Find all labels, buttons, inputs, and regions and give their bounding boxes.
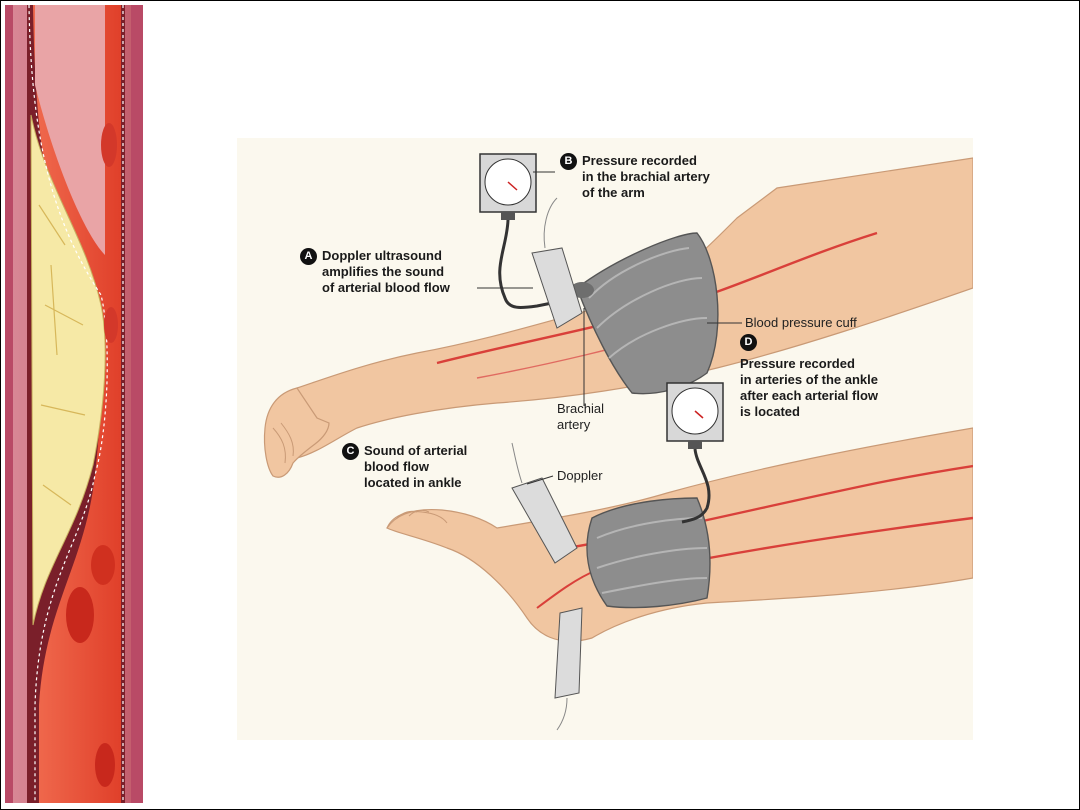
callout-a-line-1: Doppler ultrasound — [322, 248, 442, 263]
label-brachial-artery: Brachial artery — [557, 401, 604, 433]
label-brachial-line-2: artery — [557, 417, 591, 432]
label-blood-pressure-cuff: Blood pressure cuff — [745, 315, 857, 330]
callout-a-badge: A — [300, 248, 317, 265]
label-brachial-line-1: Brachial — [557, 401, 604, 416]
callout-a: A Doppler ultrasound amplifies the sound… — [300, 248, 450, 296]
callout-c-badge: C — [342, 443, 359, 460]
artery-plaque-illustration — [5, 5, 143, 803]
callout-d-line-2: in arteries of the ankle — [740, 372, 878, 387]
callout-b-badge: B — [560, 153, 577, 170]
callout-c-line-3: located in ankle — [364, 475, 462, 490]
callout-b-line-3: of the arm — [582, 185, 645, 200]
callout-d-line-4: is located — [740, 404, 800, 419]
callout-b-line-2: in the brachial artery — [582, 169, 710, 184]
callout-b: B Pressure recorded in the brachial arte… — [560, 153, 710, 201]
callout-b-line-1: Pressure recorded — [582, 153, 697, 168]
label-doppler: Doppler — [557, 468, 603, 483]
callout-d-line-1: Pressure recorded — [740, 356, 855, 371]
callout-c-line-1: Sound of arterial — [364, 443, 468, 458]
callout-d: D Pressure recorded in arteries of the a… — [740, 334, 878, 420]
callout-d-line-3: after each arterial flow — [740, 388, 878, 403]
callout-c-line-2: blood flow — [364, 459, 429, 474]
callout-c: C Sound of arterial blood flow located i… — [342, 443, 468, 491]
callout-a-line-3: of arterial blood flow — [322, 280, 450, 295]
callout-d-badge: D — [740, 334, 757, 351]
callout-a-line-2: amplifies the sound — [322, 264, 445, 279]
blood-pressure-doppler-illustration: A Doppler ultrasound amplifies the sound… — [237, 138, 973, 740]
